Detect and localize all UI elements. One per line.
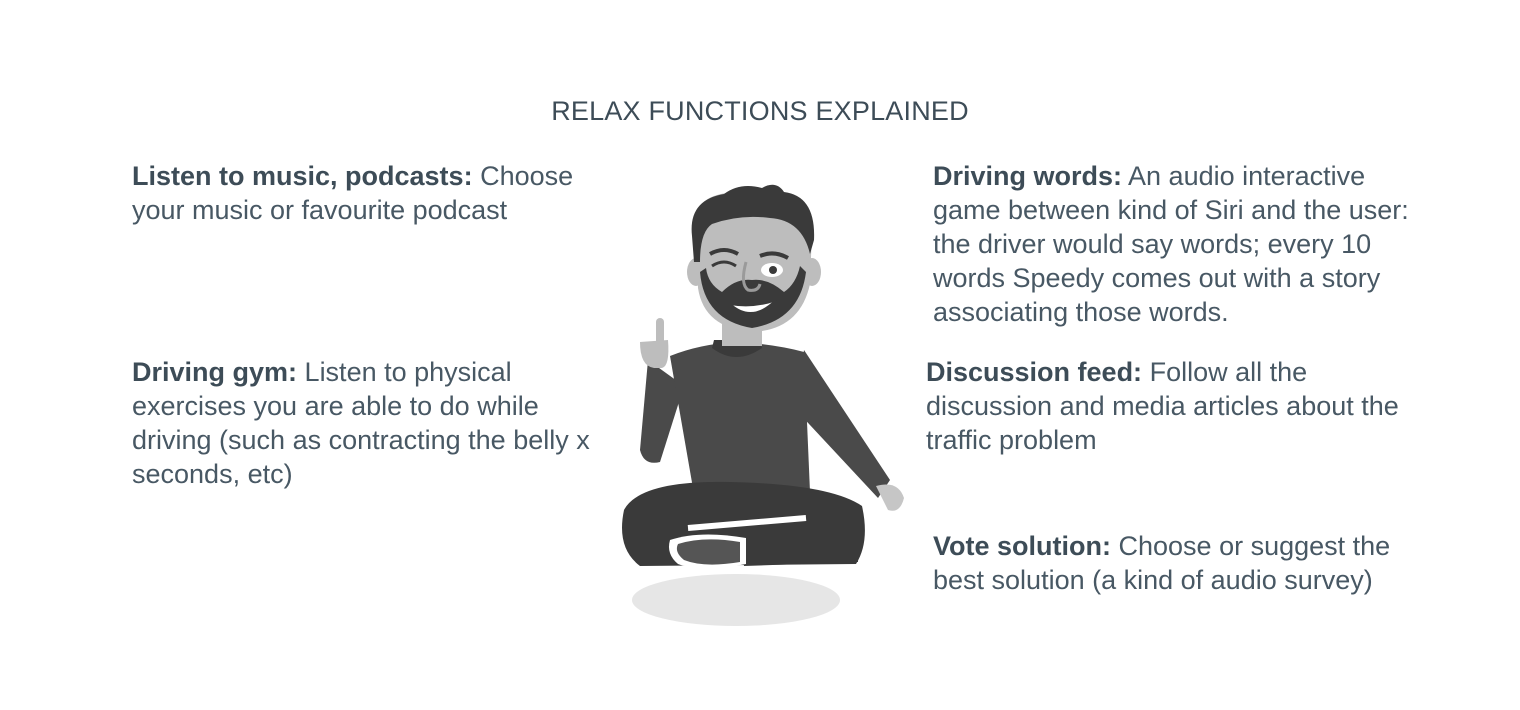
function-heading: Discussion feed: <box>926 357 1143 387</box>
function-vote-solution: Vote solution: Choose or suggest the bes… <box>933 529 1433 597</box>
pupil <box>769 266 777 274</box>
raised-hand <box>640 340 669 368</box>
function-heading: Vote solution: <box>933 531 1111 561</box>
foot-sole <box>676 539 740 565</box>
nose <box>741 261 762 292</box>
raised-arm <box>640 360 684 463</box>
front-shin <box>740 530 858 566</box>
function-description: An audio interactive game between kind o… <box>933 161 1409 327</box>
page-title: RELAX FUNCTIONS EXPLAINED <box>551 96 969 126</box>
winking-eye <box>711 260 737 268</box>
left-brow <box>709 248 739 256</box>
hair <box>691 184 815 262</box>
right-brow <box>759 251 789 260</box>
meditating-man-illustration <box>622 184 904 626</box>
function-listen-music: Listen to music, podcasts: Choose your m… <box>132 159 602 227</box>
function-driving-gym: Driving gym: Listen to physical exercise… <box>132 355 622 491</box>
function-heading: Driving gym: <box>132 357 298 387</box>
resting-arm <box>796 350 890 498</box>
torso <box>670 342 810 494</box>
left-ear <box>687 258 705 286</box>
function-description: Choose or suggest the best solution (a k… <box>933 531 1391 595</box>
floor-shadow <box>632 574 840 626</box>
leg-crease <box>687 515 807 531</box>
function-description: Choose your music or favourite podcast <box>132 161 574 225</box>
function-description: Listen to physical exercises you are abl… <box>132 357 590 489</box>
smile <box>726 299 777 314</box>
function-discussion-feed: Discussion feed: Follow all the discussi… <box>926 355 1406 457</box>
function-driving-words: Driving words: An audio interactive game… <box>933 159 1433 329</box>
beard <box>700 266 806 328</box>
function-description: Follow all the discussion and media arti… <box>926 357 1399 455</box>
function-heading: Listen to music, podcasts: <box>132 161 473 191</box>
right-ear <box>803 258 821 286</box>
function-heading: Driving words: <box>933 161 1123 191</box>
resting-hand <box>876 484 904 511</box>
